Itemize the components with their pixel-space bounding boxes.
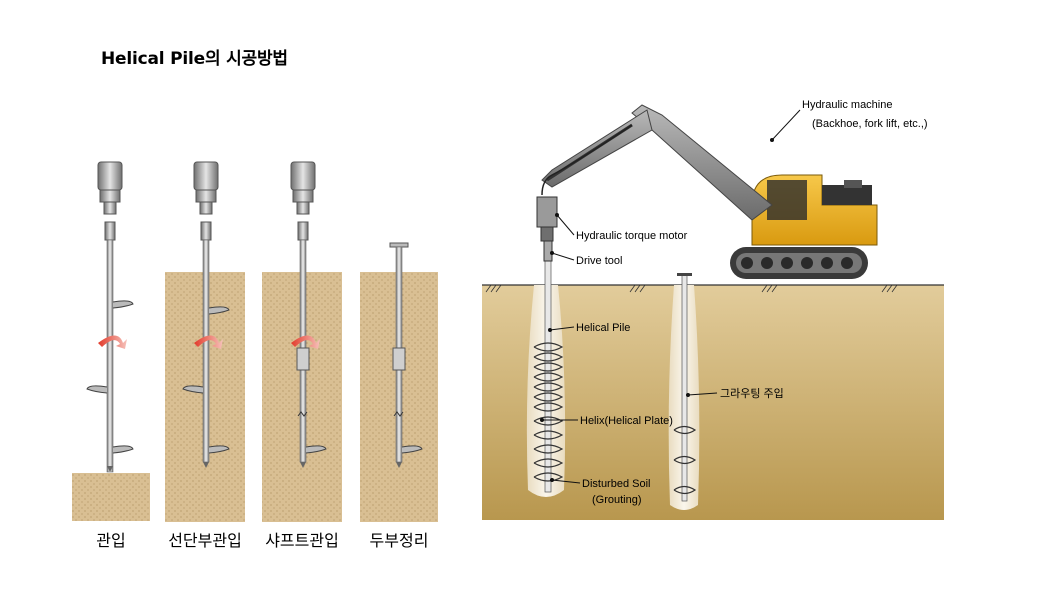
excavator-illustration: Hydraulic machine (Backhoe, fork lift, e… xyxy=(482,99,944,520)
shaft-coupling xyxy=(392,347,406,371)
step-2-tip-penetration xyxy=(165,161,245,522)
engine-cover xyxy=(822,185,872,205)
callout-helical-pile: Helical Pile xyxy=(576,322,630,334)
installation-steps-diagram: 관입 선단부관입 샤프트관입 두부정리 xyxy=(60,150,460,560)
step-3-shaft-penetration xyxy=(262,161,342,522)
step-1-penetration xyxy=(72,161,150,521)
callout-grouting: (Grouting) xyxy=(592,494,642,506)
callout-hydraulic-machine: Hydraulic machine xyxy=(802,99,892,111)
rotation-arrow-icon xyxy=(194,335,223,349)
excavator-boom xyxy=(631,104,773,221)
callout-grouting-injection: 그라우팅 주입 xyxy=(720,387,784,400)
page-title: Helical Pile의 시공방법 xyxy=(101,49,288,69)
helical-pile-shaft xyxy=(544,259,552,493)
step-label-head-finishing: 두부정리 xyxy=(369,531,429,550)
pile-head-plate xyxy=(389,242,409,248)
drive-tool xyxy=(543,240,553,262)
callout-torque-motor: Hydraulic torque motor xyxy=(576,230,688,242)
helix-plates xyxy=(533,342,564,482)
ground-hatch-marks xyxy=(485,284,898,293)
callout-lines xyxy=(542,109,801,484)
shaft-coupling xyxy=(296,347,310,371)
step-label-penetration: 관입 xyxy=(96,531,126,550)
torque-motor-icon xyxy=(193,161,219,241)
rotation-arrow-icon xyxy=(291,335,320,349)
callout-drive-tool: Drive tool xyxy=(576,255,622,267)
callout-helix: Helix(Helical Plate) xyxy=(580,415,673,427)
torque-motor-icon xyxy=(97,161,123,241)
step-label-shaft-penetration: 샤프트관입 xyxy=(265,531,339,550)
ground-block-1 xyxy=(72,473,150,521)
helix-plates-2 xyxy=(673,425,697,495)
excavator-installation-diagram: Hydraulic machine (Backhoe, fork lift, e… xyxy=(482,85,944,520)
pile-shaft xyxy=(106,239,114,473)
grouted-pile-shaft xyxy=(681,274,688,502)
pile-head-cap xyxy=(677,273,692,276)
torque-motor-icon xyxy=(290,161,316,241)
callout-hydraulic-machine-sub: (Backhoe, fork lift, etc.,) xyxy=(812,118,928,130)
steps-illustration xyxy=(72,161,438,522)
callout-disturbed-soil: Disturbed Soil xyxy=(582,478,650,490)
torque-motor xyxy=(536,196,558,228)
pile-shaft xyxy=(202,239,210,463)
rotation-arrow-icon xyxy=(98,335,127,349)
cab-window xyxy=(767,180,807,220)
step-label-tip-penetration: 선단부관입 xyxy=(168,531,242,550)
step-4-head-finishing xyxy=(360,242,438,522)
